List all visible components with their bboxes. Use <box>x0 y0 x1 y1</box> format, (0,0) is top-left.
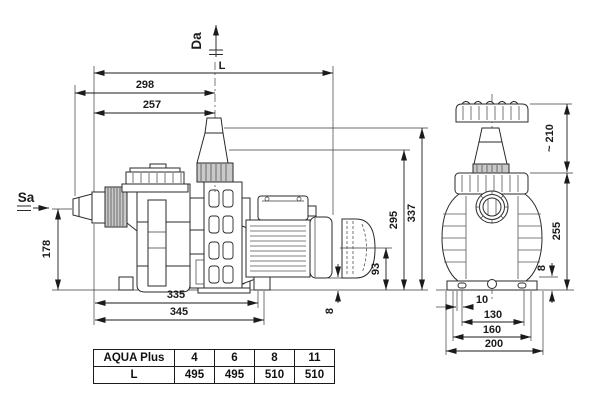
table-cell-L-8: 510 <box>254 366 295 384</box>
base-feet <box>446 279 538 291</box>
discharge-port <box>196 62 234 192</box>
strainer-lid <box>121 163 189 193</box>
suction-flow-symbol: Sa <box>17 190 49 211</box>
dim-label-178: 178 <box>41 240 53 258</box>
suction-label: Sa <box>18 190 35 205</box>
table-cell-model-6: 6 <box>214 349 255 367</box>
dim-label-345: 345 <box>170 306 188 318</box>
dim-label-8-side: 8 <box>324 308 336 314</box>
table-cell-L-4: 495 <box>174 366 215 384</box>
table-cell-model-4: 4 <box>174 349 215 367</box>
strainer-pot <box>118 183 191 293</box>
dim-10: 10 <box>436 294 488 310</box>
table-header-row: AQUA Plus 4 6 8 11 <box>93 349 335 367</box>
front-view <box>436 94 574 300</box>
dim-label-337: 337 <box>406 204 418 222</box>
dim-label-295: 295 <box>388 211 400 229</box>
dim-label-130: 130 <box>484 309 502 321</box>
dim-8-side: 8 <box>324 264 341 314</box>
table-cell-series: AQUA Plus <box>93 349 175 367</box>
discharge-flow-symbol: Da <box>189 25 223 57</box>
motor <box>241 195 333 291</box>
hose-adapter <box>472 127 510 174</box>
dim-label-8-front: 8 <box>536 265 548 271</box>
dim-label-10: 10 <box>476 294 488 306</box>
dim-8-front: 8 <box>536 263 555 303</box>
dim-label-210: ~ 210 <box>544 124 556 152</box>
dim-label-257: 257 <box>143 99 161 111</box>
dim-label-298: 298 <box>136 79 154 91</box>
table-cell-model-11: 11 <box>294 349 335 367</box>
table-value-row: L 495 495 510 510 <box>93 366 335 384</box>
model-length-table: AQUA Plus 4 6 8 11 L 495 495 510 510 <box>93 349 335 384</box>
union-ring <box>454 172 529 195</box>
dim-label-93: 93 <box>370 263 382 275</box>
side-view-dimensions: L 298 257 Da Sa 178 335 345 <box>17 25 428 325</box>
table-cell-L-6: 495 <box>214 366 255 384</box>
dim-label-335: 335 <box>167 289 185 301</box>
side-view <box>52 62 428 294</box>
inlet-union <box>72 183 138 233</box>
dim-label-160: 160 <box>483 324 501 336</box>
table-cell-L: L <box>93 366 175 384</box>
table-cell-model-8: 8 <box>254 349 295 367</box>
front-view-dimensions: ~ 210 255 8 10 130 160 200 <box>436 103 573 355</box>
dim-label-255: 255 <box>551 222 563 240</box>
dim-label-200: 200 <box>485 338 503 350</box>
dim-label-L: L <box>219 60 226 72</box>
table-cell-L-11: 510 <box>294 366 335 384</box>
support-bracket <box>197 181 251 294</box>
strainer-window <box>475 190 509 224</box>
pump-body-front <box>441 190 543 291</box>
rear-cap <box>341 218 376 279</box>
strainer-cap <box>455 101 529 123</box>
discharge-label: Da <box>189 32 204 50</box>
